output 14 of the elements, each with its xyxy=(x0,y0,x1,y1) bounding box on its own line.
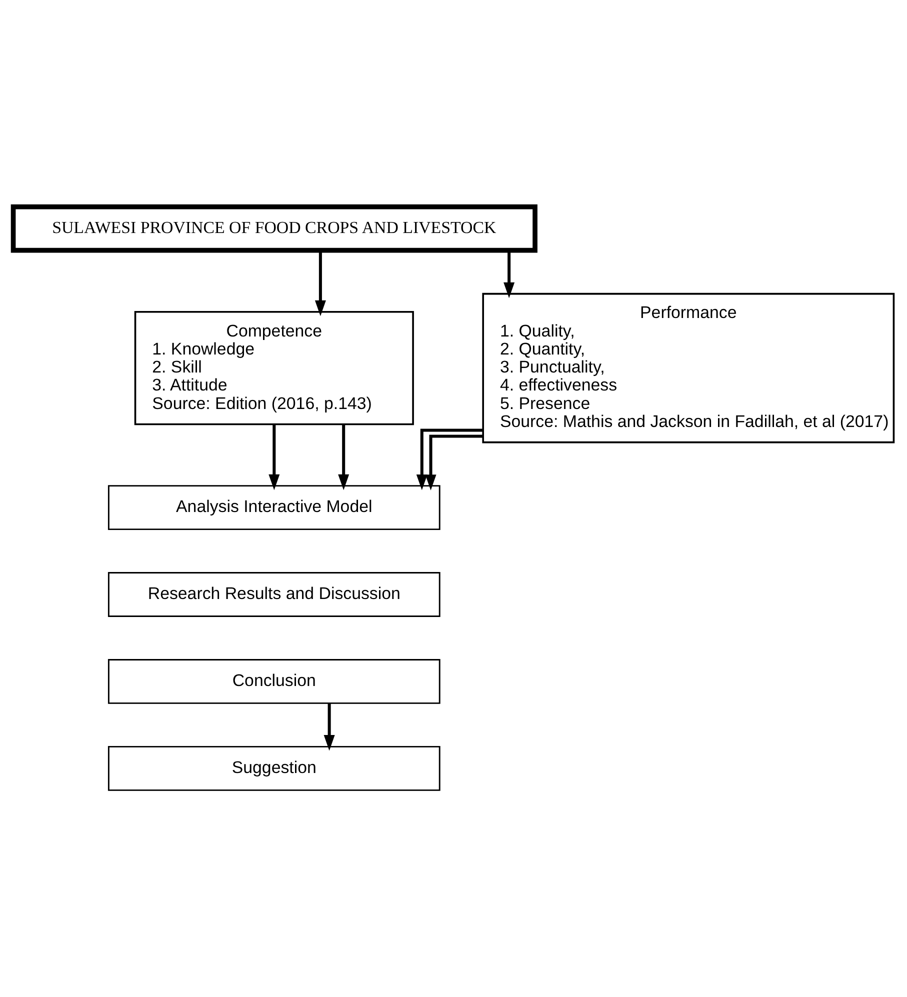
node-box: Conclusion xyxy=(108,659,440,704)
arrow xyxy=(425,434,483,490)
node-box: Performance 1. Quality, 2. Quantity, 3. Punctuality, 4. effectiveness 5. Presence Source: Mathis and Jackson in Fadillah, et al (2017) xyxy=(482,292,895,444)
arrow xyxy=(314,250,326,316)
arrow xyxy=(338,424,350,490)
node-box: SULAWESI PROVINCE OF FOOD CROPS AND LIVESTOCK xyxy=(10,204,538,253)
arrow xyxy=(268,424,280,490)
arrow xyxy=(416,428,484,490)
node-box: Research Results and Discussion xyxy=(108,572,440,617)
node-box: Competence 1. Knowledge 2. Skill 3. Attitude Source: Edition (2016, p.143) xyxy=(134,311,414,426)
arrow xyxy=(324,703,335,751)
node-box: Suggestion xyxy=(108,746,440,791)
arrow xyxy=(504,250,515,298)
node-box: Analysis Interactive Model xyxy=(108,485,440,530)
